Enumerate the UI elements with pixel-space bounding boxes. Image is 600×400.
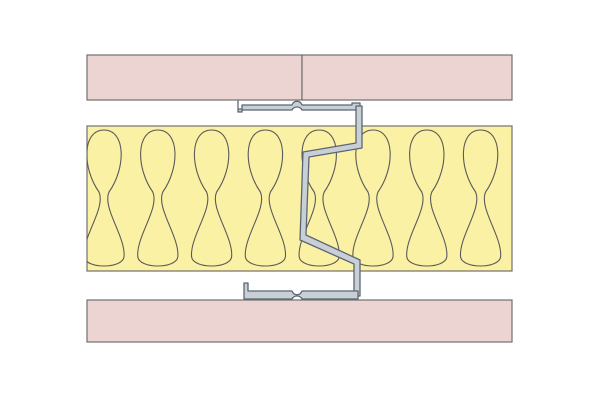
wool-pattern <box>87 129 502 267</box>
wool-loop <box>191 129 233 267</box>
wool-loop <box>244 129 286 267</box>
top-plasterboard <box>86 54 513 101</box>
stud-web <box>299 105 363 297</box>
insulation-layer <box>86 125 513 272</box>
top-board-panel-right <box>301 54 513 101</box>
steel-stud-icon <box>237 100 363 300</box>
bottom-plasterboard <box>86 299 513 343</box>
stud-top-flange <box>237 100 361 113</box>
wool-loop <box>137 129 179 267</box>
wool-loop <box>352 129 394 267</box>
wool-loop <box>406 129 448 267</box>
stud-bottom-flange <box>243 282 359 300</box>
bottom-board-panel <box>86 299 513 343</box>
wool-loop <box>87 129 125 267</box>
top-board-panel-left <box>86 54 303 101</box>
wool-loop <box>460 129 502 267</box>
